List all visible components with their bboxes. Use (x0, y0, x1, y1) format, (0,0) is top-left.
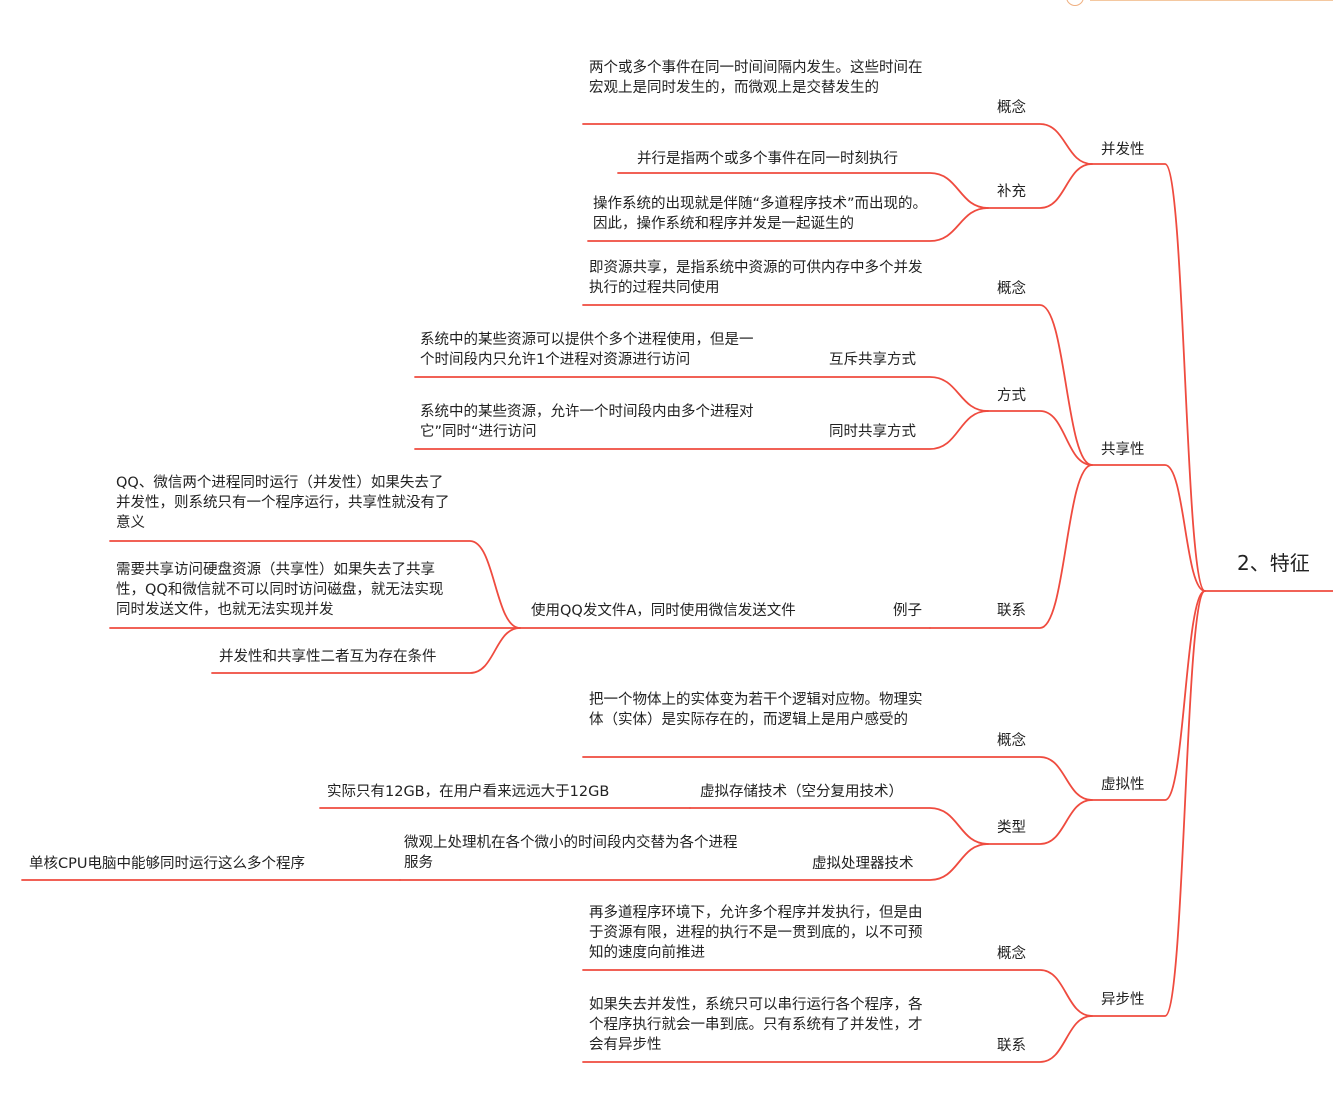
line-conc-concept (582, 123, 1093, 165)
sharing-concept-text[interactable]: 即资源共享，是指系统中资源的可供内存中多个并发执行的过程共同使用 (589, 260, 923, 296)
branch-sharing[interactable]: 共享性 (1101, 442, 1145, 458)
async-relation-label[interactable]: 联系 (997, 1038, 1026, 1054)
branch-virtual[interactable]: 虚拟性 (1101, 777, 1145, 793)
root-node[interactable]: 2、特征 (1237, 551, 1310, 575)
line-type-storage (689, 807, 989, 845)
line-mode-mutex (414, 376, 989, 412)
mode-mutex-text[interactable]: 系统中的某些资源可以提供个多个进程使用，但是一个时间段内只允许1个进程对资源进行… (420, 332, 754, 368)
supplement-item-2[interactable]: 操作系统的出现就是伴随“多道程序技术”而出现的。因此，操作系统和程序并发是一起诞… (593, 196, 928, 232)
concurrency-supplement-label[interactable]: 补充 (997, 184, 1026, 200)
type-storage-text[interactable]: 实际只有12GB，在用户看来远远大于12GB (327, 784, 610, 800)
line-virtual (1091, 590, 1206, 801)
line-async-relation (582, 1015, 1093, 1063)
sharing-example-label[interactable]: 例子 (893, 603, 922, 619)
type-storage-label[interactable]: 虚拟存储技术（空分复用技术） (700, 784, 903, 800)
mode-mutex-label[interactable]: 互斥共享方式 (829, 352, 916, 368)
type-processor-label[interactable]: 虚拟处理器技术 (812, 856, 914, 872)
virtual-concept-text[interactable]: 把一个物体上的实体变为若干个逻辑对应物。物理实体（实体）是实际存在的，而逻辑上是… (589, 692, 923, 728)
line-concurrency (1091, 163, 1206, 592)
line-mode-simul (414, 410, 989, 450)
virtual-concept-label[interactable]: 概念 (997, 733, 1026, 749)
line-share-concept (582, 304, 1093, 466)
async-relation-text[interactable]: 如果失去并发性，系统只可以串行运行各个程序，各个程序执行就会一串到底。只有系统有… (589, 997, 923, 1053)
sharing-concept-label[interactable]: 概念 (997, 281, 1026, 297)
supplement-item-1[interactable]: 并行是指两个或多个事件在同一时刻执行 (637, 151, 898, 167)
concurrency-concept-text[interactable]: 两个或多个事件在同一时间间隔内发生。这些时间在宏观上是同时发生的，而微观上是交替… (589, 60, 923, 96)
type-processor-text[interactable]: 微观上处理机在各个微小的时间段内交替为各个进程服务 (404, 835, 738, 871)
line-supp-2 (587, 207, 989, 242)
virtual-type-label[interactable]: 类型 (997, 820, 1026, 836)
type-processor-subtext[interactable]: 单核CPU电脑中能够同时运行这么多个程序 (29, 856, 305, 872)
line-share-mode (987, 410, 1093, 466)
line-async (1091, 590, 1206, 1017)
line-example-3 (211, 627, 521, 674)
example-item-2[interactable]: 需要共享访问硬盘资源（共享性）如果失去了共享性，QQ和微信就不可以同时访问磁盘，… (116, 562, 444, 618)
mode-simultaneous-label[interactable]: 同时共享方式 (829, 424, 916, 440)
example-item-3[interactable]: 并发性和共享性二者互为存在条件 (219, 649, 437, 665)
sharing-mode-label[interactable]: 方式 (997, 388, 1026, 404)
line-type-processor (399, 843, 989, 881)
concurrency-concept-label[interactable]: 概念 (997, 100, 1026, 116)
line-example-1 (109, 540, 521, 629)
top-border-line (1090, 0, 1333, 1)
line-virt-concept (582, 756, 1093, 801)
sharing-example-text[interactable]: 使用QQ发文件A，同时使用微信发送文件 (531, 603, 796, 619)
branch-async[interactable]: 异步性 (1101, 992, 1145, 1008)
branch-concurrency[interactable]: 并发性 (1101, 142, 1145, 158)
async-concept-text[interactable]: 再多道程序环境下，允许多个程序并发执行，但是由于资源有限，进程的执行不是一贯到底… (589, 905, 923, 961)
line-virt-type (987, 799, 1093, 845)
line-conc-supplement (987, 163, 1093, 209)
line-supp-1 (617, 172, 989, 209)
mode-simultaneous-text[interactable]: 系统中的某些资源，允许一个时间段内由多个进程对它”同时“进行访问 (420, 404, 754, 440)
async-concept-label[interactable]: 概念 (997, 946, 1026, 962)
line-sharing (1091, 464, 1206, 592)
line-share-relation (929, 464, 1093, 629)
sharing-relation-label[interactable]: 联系 (997, 603, 1026, 619)
line-async-concept (582, 969, 1093, 1017)
example-item-1[interactable]: QQ、微信两个进程同时运行（并发性）如果失去了并发性，则系统只有一个程序运行，共… (116, 475, 450, 531)
